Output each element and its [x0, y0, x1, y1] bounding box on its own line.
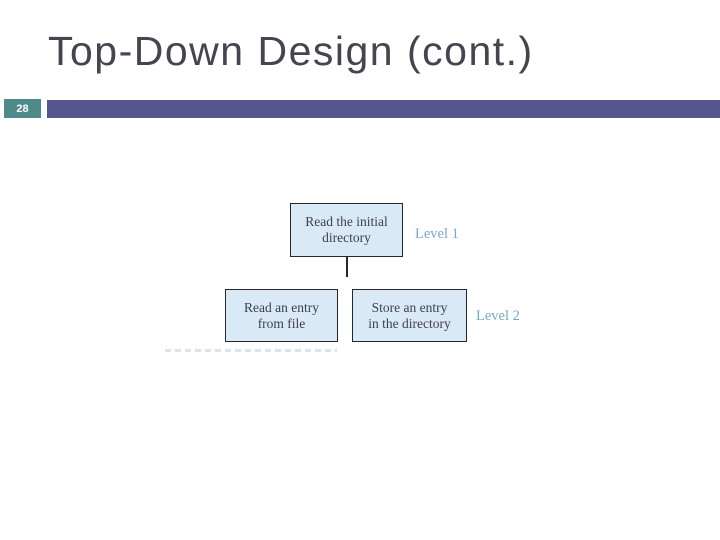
box-text-line: from file	[257, 315, 306, 331]
slide-number-badge: 28	[4, 99, 41, 118]
box-text-line: Store an entry	[371, 299, 448, 315]
box-text-line: Read an entry	[244, 299, 319, 315]
level-1-label: Level 1	[415, 226, 459, 242]
connector-line	[346, 257, 348, 277]
box-text-line: Read the initial	[305, 214, 388, 229]
diagram-box-store-entry-in-directory: Store an entry in the directory	[352, 289, 467, 342]
header-rule	[47, 100, 720, 118]
level-2-label: Level 2	[476, 308, 520, 324]
page-title: Top-Down Design (cont.)	[48, 28, 534, 74]
box-text-line: in the directory	[368, 315, 451, 331]
box-text-line: directory	[322, 230, 371, 245]
diagram-box-read-entry-from-file: Read an entry from file	[225, 289, 338, 342]
diagram-box-read-initial-directory: Read the initial directory	[290, 203, 403, 257]
faint-caption-remnant	[165, 349, 337, 352]
